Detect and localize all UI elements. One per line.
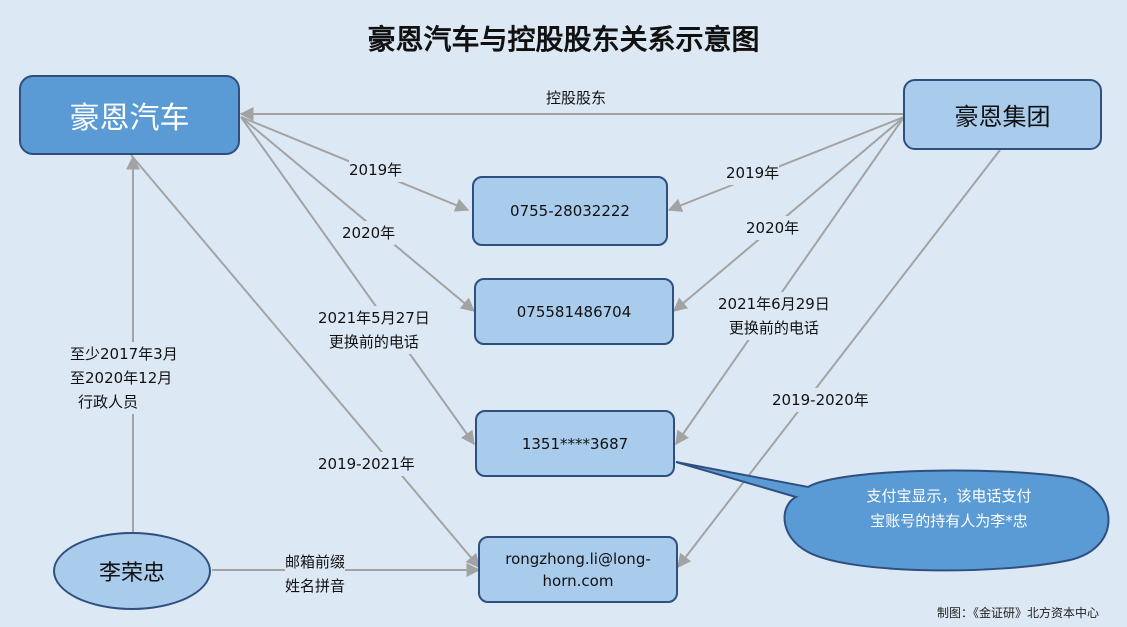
left-2021-label: 2021年5月27日 更换前的电话 <box>318 306 430 354</box>
staff-line3: 行政人员 <box>78 393 139 411</box>
holding-label: 控股股东 <box>546 86 607 110</box>
email-label-line1: rongzhong.li@long- <box>505 549 651 568</box>
left-2021-line2: 更换前的电话 <box>328 333 419 351</box>
li-rongzhong-ellipse: 李荣忠 <box>53 532 211 610</box>
email-box: rongzhong.li@long- horn.com <box>478 536 678 603</box>
phone2-label: 075581486704 <box>516 302 632 321</box>
mobile-box: 1351****3687 <box>475 410 675 477</box>
group-to-mobile-arrow <box>675 116 905 446</box>
callout-line2: 宝账号的持有人为李*忠 <box>870 512 1028 530</box>
left-2021-line1: 2021年5月27日 <box>318 309 430 327</box>
phone2-box: 075581486704 <box>474 278 674 345</box>
callout-text: 支付宝显示，该电话支付 宝账号的持有人为李*忠 <box>826 484 1072 534</box>
haoen-auto-box: 豪恩汽车 <box>19 75 240 155</box>
staff-label: 至少2017年3月 至2020年12月 行政人员 <box>70 342 178 414</box>
mobile-label: 1351****3687 <box>521 434 629 453</box>
staff-line1: 至少2017年3月 <box>70 345 178 363</box>
callout-line1: 支付宝显示，该电话支付 <box>866 487 1032 505</box>
haoen-group-box: 豪恩集团 <box>903 79 1102 150</box>
right-2019-label: 2019年 <box>726 161 780 185</box>
right-2021-line1: 2021年6月29日 <box>718 295 830 313</box>
auto-to-phone2-arrow <box>240 116 476 312</box>
footer-credit: 制图：《金证研》北方资本中心 <box>936 606 1099 620</box>
right-2020-label: 2020年 <box>746 216 800 240</box>
email-prefix-line2: 姓名拼音 <box>285 577 346 595</box>
callout-bubble <box>675 461 1110 572</box>
auto-to-mobile-arrow <box>240 116 475 446</box>
li-rongzhong-label: 李荣忠 <box>98 561 165 586</box>
right-2021-label: 2021年6月29日 更换前的电话 <box>718 292 830 340</box>
staff-line2: 至2020年12月 <box>70 369 173 387</box>
left-2020-label: 2020年 <box>342 221 396 245</box>
left-2019-2021-label: 2019-2021年 <box>318 452 415 476</box>
group-to-phone1-arrow <box>667 116 905 212</box>
haoen-auto-label: 豪恩汽车 <box>69 101 190 136</box>
left-2019-label: 2019年 <box>349 158 403 182</box>
email-prefix-label: 邮箱前缀 姓名拼音 <box>285 550 346 598</box>
auto-to-email-arrow <box>130 154 480 569</box>
group-to-email-arrow <box>677 149 1001 569</box>
page-title: 豪恩汽车与控股股东关系示意图 <box>367 23 760 56</box>
phone1-box: 0755-28032222 <box>472 176 668 246</box>
haoen-group-label: 豪恩集团 <box>954 103 1051 131</box>
right-2021-line2: 更换前的电话 <box>728 319 819 337</box>
email-prefix-line1: 邮箱前缀 <box>285 553 346 571</box>
email-label-line2: horn.com <box>542 571 614 590</box>
group-to-phone2-arrow <box>672 116 905 312</box>
phone1-label: 0755-28032222 <box>510 202 630 220</box>
right-2019-2020-label: 2019-2020年 <box>772 388 869 412</box>
